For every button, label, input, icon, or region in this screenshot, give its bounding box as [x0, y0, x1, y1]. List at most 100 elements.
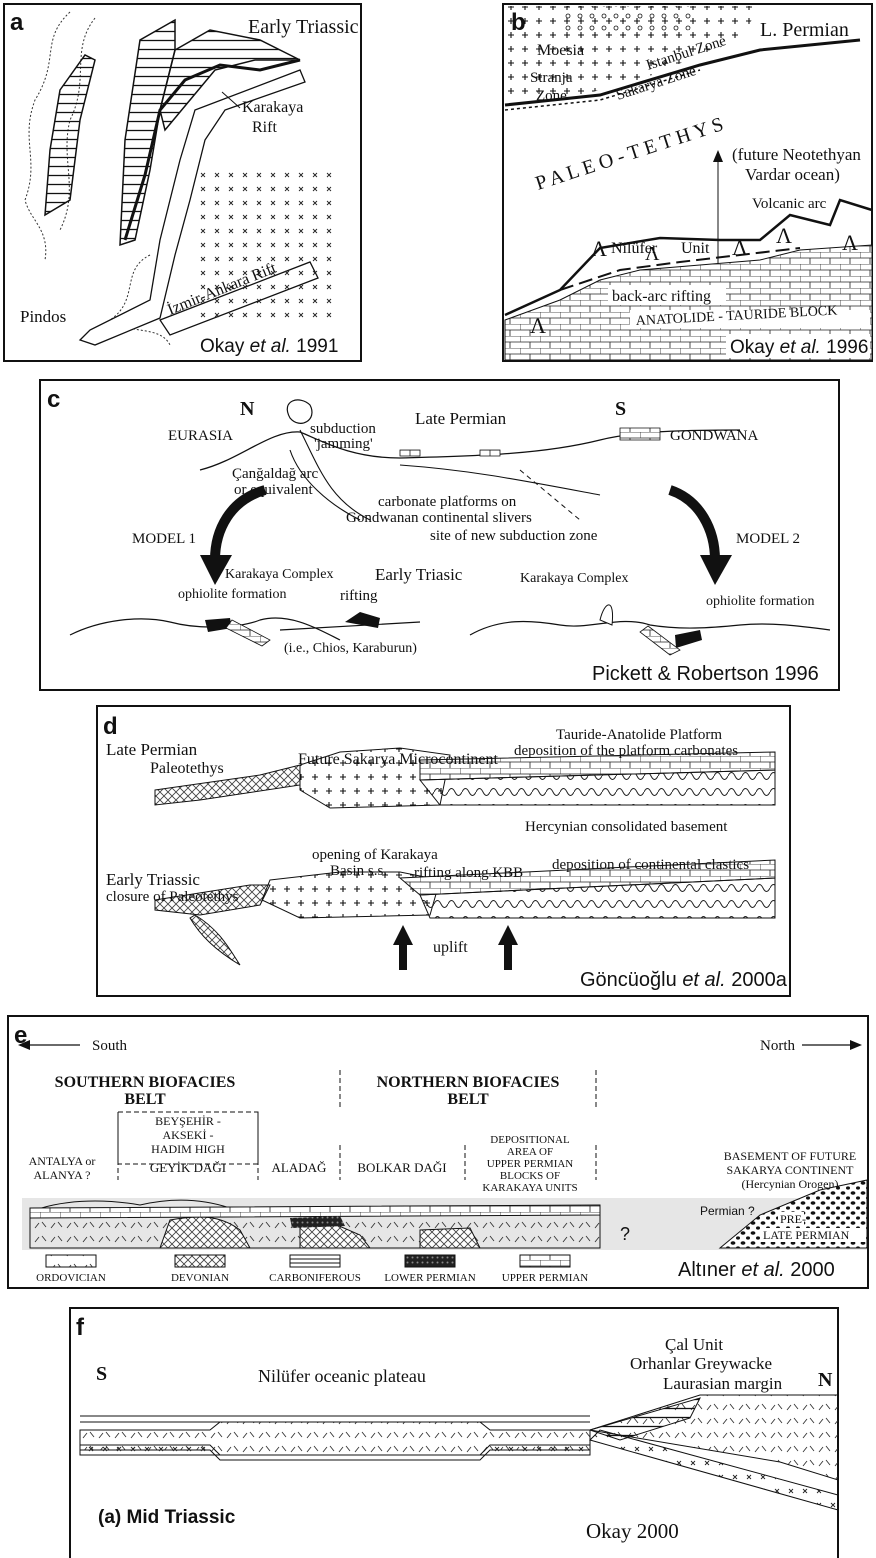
panel-c: c N S subduction 'jamming' Late Permian …	[40, 380, 839, 690]
panel-b-lambda-4: Λ	[776, 223, 792, 248]
panel-a-letter: a	[10, 9, 24, 36]
panel-c-cangaldag1: Çanğaldağ arc	[232, 466, 319, 482]
panel-c-gondwana: GONDWANA	[670, 428, 758, 444]
panel-e-late-permian: LATE PERMIAN	[763, 1228, 850, 1242]
panel-a-karakaya-label: Karakaya	[242, 99, 303, 116]
panel-f-nilufer: Nilüfer oceanic plateau	[258, 1366, 426, 1386]
panel-d-clastics: deposition of continental clastics	[552, 857, 749, 873]
panel-c-citation: Pickett & Robertson 1996	[592, 663, 819, 685]
panel-d: d Late Permian Paleotethys Future Sakary…	[97, 706, 790, 996]
panel-f: f S N Nilüfer oceanic plateau Çal Unit O…	[70, 1308, 838, 1558]
panel-c-eurasia: EURASIA	[168, 428, 233, 444]
panel-b-zone: Zone	[536, 88, 567, 104]
panel-f-orhanlar: Orhanlar Greywacke	[630, 1354, 772, 1373]
panel-e-north: North	[760, 1038, 795, 1054]
panel-c-karakaya1: Karakaya Complex	[225, 567, 333, 582]
panel-c-south: S	[615, 398, 626, 420]
panel-e-depositional-3: UPPER PERMIAN	[487, 1158, 574, 1170]
panel-f-cal: Çal Unit	[665, 1335, 723, 1354]
panel-d-uplift: uplift	[433, 939, 468, 956]
panel-e-lower-permian	[290, 1216, 345, 1228]
panel-c-chios: (i.e., Chios, Karaburun)	[284, 641, 417, 656]
panel-d-tauride1: Tauride-Anatolide Platform	[556, 727, 722, 743]
panel-b-letter: b	[511, 9, 526, 36]
panel-c-rifting: rifting	[340, 588, 378, 604]
panel-c-karakaya2: Karakaya Complex	[520, 571, 628, 586]
panel-e-northern-belt2: BELT	[447, 1091, 489, 1108]
panel-e-legend-devonian: DEVONIAN	[171, 1272, 229, 1284]
panel-a-pindos-label: Pindos	[20, 307, 66, 326]
panel-e-permian-q: Permian ?	[700, 1204, 755, 1218]
panel-e-qmark: ?	[620, 1224, 630, 1244]
panel-f-letter: f	[76, 1314, 85, 1341]
panel-c-letter: c	[47, 386, 60, 413]
panel-b-lambda-6: Λ	[530, 313, 546, 338]
panel-e-legend-lower-permian: LOWER PERMIAN	[384, 1272, 475, 1284]
panel-e-legend-upper-permian: UPPER PERMIAN	[502, 1272, 589, 1284]
panel-e-legend-swatch-upper-permian	[520, 1255, 570, 1267]
panel-b-future2: Vardar ocean)	[745, 165, 840, 184]
panel-d-late-permian: Late Permian	[106, 740, 198, 759]
panel-e-northern-belt1: NORTHERN BIOFACIES	[377, 1074, 560, 1091]
panel-e: e South North SOUTHERN BIOFACIES BELT NO…	[8, 1016, 868, 1288]
panel-d-future-sakarya: Future Sakarya Microcontinent	[298, 751, 499, 768]
panel-e-beysehir-2: AKSEKİ -	[163, 1128, 214, 1142]
panel-f-n: N	[818, 1369, 833, 1391]
panel-b-lambda-3: Λ	[732, 235, 748, 260]
panel-d-citation: Göncüoğlu et al. 2000a	[580, 969, 788, 991]
panel-e-depositional-4: BLOCKS OF	[500, 1170, 560, 1182]
panel-d-rifting-kbb: rifting along KBB	[414, 865, 523, 881]
panel-c-model2: MODEL 2	[736, 531, 800, 547]
panel-e-beysehir-3: HADIM HIGH	[151, 1142, 225, 1156]
panel-b-volcanic: Volcanic arc	[752, 196, 827, 212]
panel-b-title: L. Permian	[760, 19, 849, 41]
panel-c-newsub: site of new subduction zone	[430, 528, 598, 544]
panel-e-aladag: ALADAĞ	[272, 1160, 327, 1175]
panel-c-ophiolite2: ophiolite formation	[706, 594, 814, 609]
panel-e-geyik: GEYİK DAĞI	[150, 1160, 226, 1175]
panel-e-legend-swatch-ordovician	[46, 1255, 96, 1267]
panel-f-laurasian: Laurasian margin	[663, 1374, 783, 1393]
panel-d-opening2: Basin s.s.	[330, 863, 387, 879]
panel-b-moesia: Moesia	[537, 42, 584, 59]
panel-e-depositional-2: AREA OF	[507, 1146, 553, 1158]
panel-e-beysehir-1: BEYŞEHİR -	[155, 1114, 221, 1128]
panel-b-unit: Unit	[681, 240, 710, 257]
panel-c-early-triasic: Early Triasic	[375, 565, 463, 584]
panel-e-antalya-2: ALANYA ?	[34, 1168, 91, 1182]
panel-d-opening1: opening of Karakaya	[312, 847, 438, 863]
panel-a: a Early Triassic Karakaya Rift İzmir-Ank…	[4, 4, 361, 361]
panel-e-legend-swatch-devonian	[175, 1255, 225, 1267]
panel-e-legend-swatch-lower-permian	[405, 1255, 455, 1267]
panel-d-closure: closure of Paleotethys	[106, 889, 239, 905]
panel-c-model1: MODEL 1	[132, 531, 196, 547]
panel-c-carbonate1: carbonate platforms on	[378, 494, 517, 510]
panel-e-southern-belt1: SOUTHERN BIOFACIES	[55, 1074, 236, 1091]
panel-c-north: N	[240, 398, 255, 420]
panel-e-citation: Altıner et al. 2000	[678, 1259, 835, 1281]
panel-b-lambda-5: Λ	[842, 230, 858, 255]
panel-d-tauride2: deposition of the platform carbonates	[514, 743, 738, 759]
panel-b-lambda-2: Λ	[645, 243, 660, 265]
panel-e-basement-1: BASEMENT OF FUTURE	[724, 1149, 856, 1163]
panel-e-antalya-1: ANTALYA or	[29, 1154, 96, 1168]
panel-e-legend-carboniferous: CARBONIFEROUS	[269, 1272, 361, 1284]
panel-e-depositional-1: DEPOSITIONAL	[490, 1134, 570, 1146]
panel-f-s: S	[96, 1363, 107, 1385]
panel-b-stranja: Stranja	[530, 70, 573, 86]
panel-a-title: Early Triassic	[248, 16, 359, 38]
panel-a-rift-label: Rift	[252, 119, 277, 136]
panel-c-subduction: subduction	[310, 421, 376, 437]
panel-d-letter: d	[103, 713, 118, 740]
panel-c-late-permian: Late Permian	[415, 409, 507, 428]
panel-f-mid-triassic: (a) Mid Triassic	[98, 1507, 236, 1528]
panel-d-early-triassic: Early Triassic	[106, 870, 200, 889]
panel-b: b L. Permian Moesia Istanbul Zone Stranj…	[503, 4, 872, 361]
panel-d-paleotethys: Paleotethys	[150, 760, 224, 777]
panel-c-jamming: 'jamming'	[314, 436, 373, 452]
panel-c-ophiolite1: ophiolite formation	[178, 587, 286, 602]
panel-b-backarc: back-arc rifting	[612, 288, 711, 305]
panel-e-south: South	[92, 1038, 128, 1054]
panel-e-southern-belt2: BELT	[124, 1091, 166, 1108]
panel-b-future1: (future Neotethyan	[732, 145, 861, 164]
